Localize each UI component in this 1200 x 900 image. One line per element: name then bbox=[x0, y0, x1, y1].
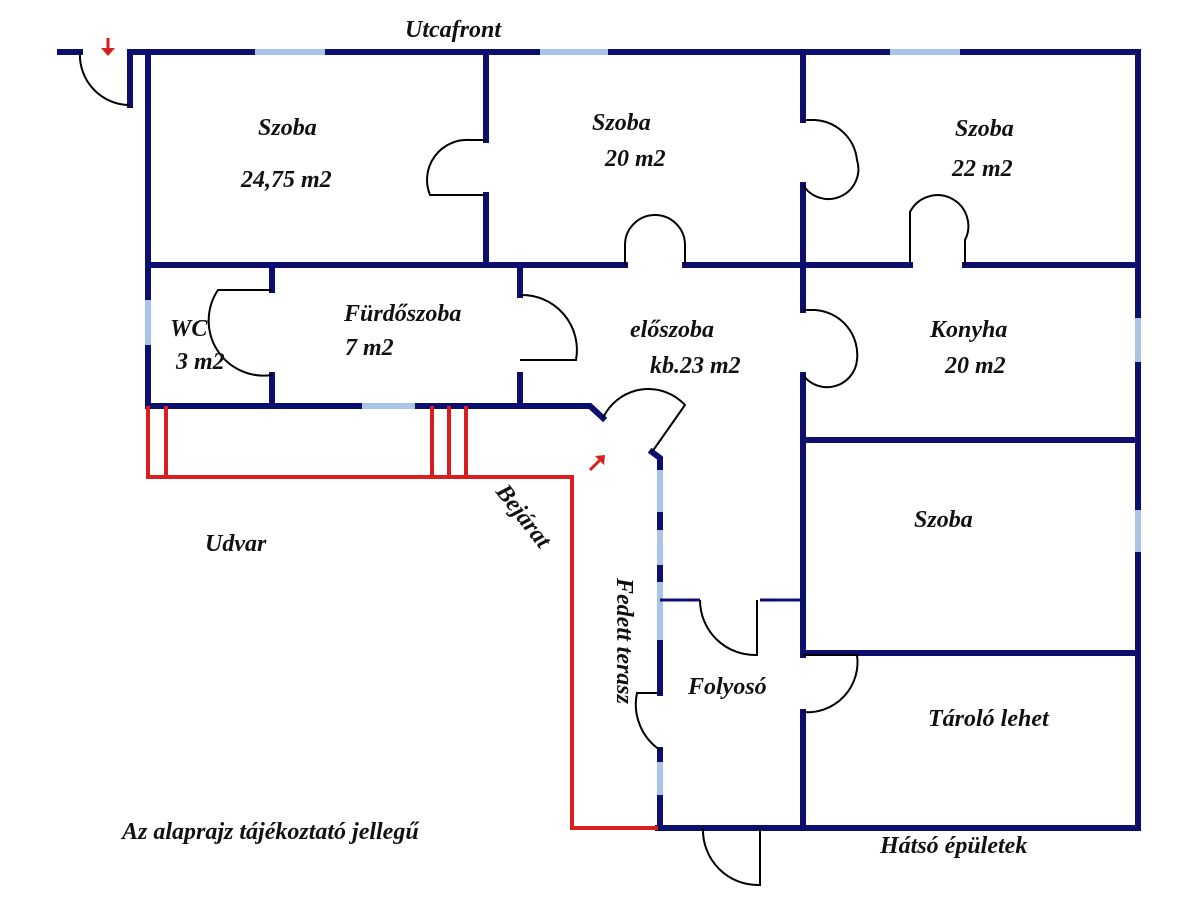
room-area: 20 m2 bbox=[945, 353, 1006, 379]
street-front-label: Utcafront bbox=[405, 17, 501, 43]
room-name: előszoba bbox=[630, 317, 714, 343]
room-name: Szoba bbox=[258, 115, 317, 141]
room-name: Szoba bbox=[914, 507, 973, 533]
terrace-label: Fedett terasz bbox=[611, 578, 637, 704]
room-area: 20 m2 bbox=[605, 146, 666, 172]
room-area: 24,75 m2 bbox=[241, 167, 332, 193]
room-name: Szoba bbox=[955, 116, 1014, 142]
terrace-outline bbox=[146, 406, 658, 830]
yard-label: Udvar bbox=[205, 531, 267, 557]
entrance-arrows bbox=[101, 38, 605, 472]
walls bbox=[57, 49, 1141, 831]
room-area: 7 m2 bbox=[345, 335, 394, 361]
room-name: Folyosó bbox=[688, 674, 767, 700]
room-name: Tároló lehet bbox=[928, 706, 1049, 732]
arrow-up-right-icon bbox=[595, 455, 605, 465]
room-name: Fürdőszoba bbox=[344, 301, 462, 327]
room-name: Szoba bbox=[592, 110, 651, 136]
arrow-down-icon bbox=[101, 48, 115, 56]
room-area: kb.23 m2 bbox=[650, 353, 741, 379]
disclaimer-note: Az alaprajz tájékoztató jellegű bbox=[122, 819, 419, 845]
windows bbox=[145, 49, 1141, 795]
doors bbox=[78, 51, 970, 887]
room-name: WC bbox=[170, 316, 208, 342]
room-area: 22 m2 bbox=[952, 156, 1013, 182]
room-name: Konyha bbox=[930, 317, 1008, 343]
back-buildings-label: Hátsó épületek bbox=[880, 833, 1028, 859]
room-area: 3 m2 bbox=[176, 349, 225, 375]
